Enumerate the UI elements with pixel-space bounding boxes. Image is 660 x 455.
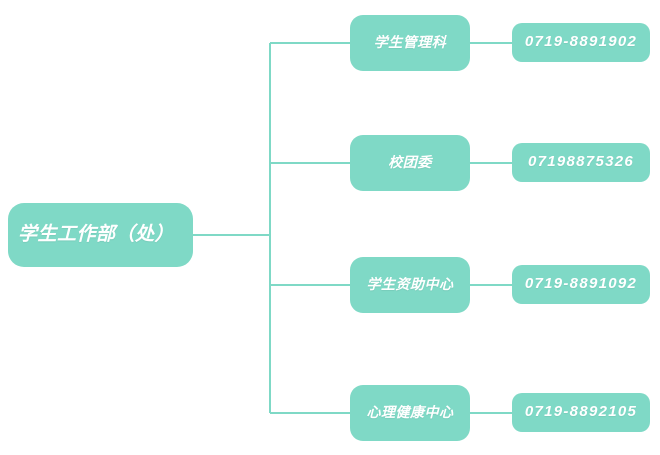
root-node-label: 学生工作部（处）: [18, 223, 175, 245]
department-node-1-label: 学生管理科: [373, 34, 447, 51]
department-node-2[interactable]: 校团委: [350, 135, 470, 191]
phone-node-3-label: 0719-8891092: [524, 275, 638, 293]
department-node-2-label: 校团委: [388, 154, 432, 171]
phone-node-2-label: 07198875326: [527, 153, 635, 171]
phone-node-1-label: 0719-8891902: [524, 33, 638, 51]
phone-node-3[interactable]: 0719-8891092: [512, 265, 650, 304]
phone-node-4-label: 0719-8892105: [524, 403, 638, 421]
phone-node-4[interactable]: 0719-8892105: [512, 393, 650, 432]
department-node-3-label: 学生资助中心: [366, 276, 454, 293]
department-node-4-label: 心理健康中心: [366, 404, 454, 421]
phone-node-2[interactable]: 07198875326: [512, 143, 650, 182]
root-node[interactable]: 学生工作部（处）: [8, 203, 193, 267]
department-node-3[interactable]: 学生资助中心: [350, 257, 470, 313]
department-node-4[interactable]: 心理健康中心: [350, 385, 470, 441]
phone-node-1[interactable]: 0719-8891902: [512, 23, 650, 62]
department-node-1[interactable]: 学生管理科: [350, 15, 470, 71]
